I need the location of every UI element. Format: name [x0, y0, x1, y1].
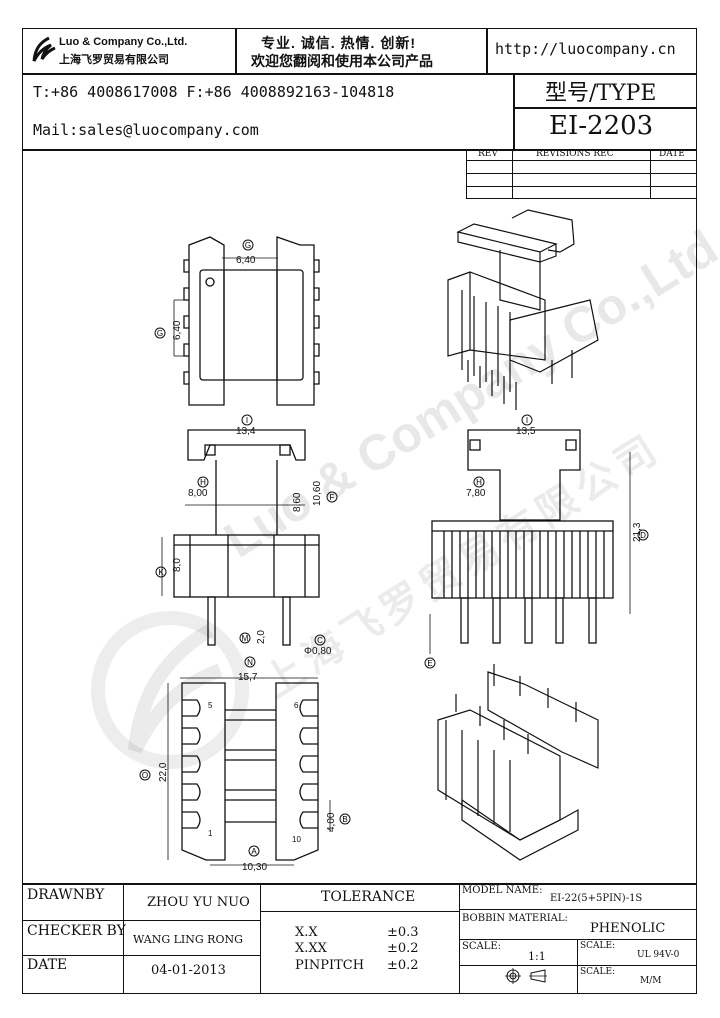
dim-h1: 8,00 — [188, 488, 208, 499]
type-divider-h — [513, 107, 696, 109]
marker-k: K — [158, 568, 164, 577]
marker-i2: I — [526, 416, 528, 425]
side-view — [429, 429, 631, 654]
header-bottom-border — [23, 149, 696, 151]
dim-f2: 10,60 — [312, 481, 323, 506]
date-value: 04-01-2013 — [151, 963, 226, 978]
dim-g2: 6,40 — [172, 320, 183, 340]
pin-5-label: 5 — [208, 701, 213, 710]
website-link[interactable]: http://luocompany.cn — [495, 40, 676, 58]
model-value: EI-22(5+5PIN)-1S — [550, 893, 643, 904]
isometric-view-top — [447, 209, 599, 410]
marker-g1: G — [245, 241, 251, 250]
rev-col-header: REV — [478, 149, 498, 159]
company-name-cn: 上海飞罗贸易有限公司 — [59, 54, 169, 66]
company-name: Luo & Company Co.,Ltd. — [59, 36, 188, 48]
header-divider-v2 — [486, 29, 488, 73]
type-value: EI-2203 — [549, 111, 654, 141]
marker-f: F — [330, 493, 335, 502]
dim-m: 2,0 — [256, 630, 267, 644]
header-divider — [23, 73, 696, 75]
marker-h2: H — [476, 478, 482, 487]
marker-m: M — [242, 634, 249, 643]
marker-c: C — [317, 636, 323, 645]
dim-a: 10,30 — [242, 862, 267, 873]
rec-col-header: REVISIONS REC — [536, 149, 614, 159]
dim-f1: 8,60 — [292, 492, 303, 512]
drawing-sheet: Luo & Company Co.,Ltd. 上海飞罗贸易有限公司 专业. 诚信… — [22, 28, 697, 994]
date-col-header: DATE — [659, 149, 685, 159]
scale3-label: SCALE: — [580, 967, 616, 977]
type-label: 型号/TYPE — [545, 81, 657, 106]
checker-label: CHECKER BY — [27, 923, 126, 939]
marker-a: A — [251, 847, 257, 856]
tol-xxx-value: ±0.2 — [387, 941, 419, 956]
drawn-by-label: DRAWNBY — [27, 887, 105, 903]
revision-table: REV REVISIONS REC DATE — [466, 149, 696, 200]
dim-c: Φ0,80 — [304, 646, 332, 657]
slogan-line2: 欢迎您翻阅和使用本公司产品 — [251, 53, 433, 69]
tol-pin-value: ±0.2 — [387, 958, 419, 973]
scale2-label: SCALE: — [580, 941, 616, 951]
pin-1-label: 1 — [208, 829, 213, 838]
tol-pin-label: PINPITCH — [295, 958, 365, 973]
dim-h2: 7,80 — [466, 488, 486, 499]
isometric-view-bottom — [437, 664, 599, 861]
tolerance-label: TOLERANCE — [321, 889, 416, 905]
dim-k: 8,0 — [172, 558, 183, 572]
bobbin-value: PHENOLIC — [590, 921, 666, 936]
marker-n: N — [247, 658, 253, 667]
drawn-by-value: ZHOU YU NUO — [147, 895, 250, 910]
scale3-value: M/M — [640, 976, 662, 986]
scale2-value: UL 94V-0 — [637, 950, 680, 960]
date-label: DATE — [27, 957, 68, 973]
email[interactable]: Mail:sales@luocompany.com — [33, 121, 259, 139]
marker-i1: I — [246, 416, 248, 425]
slogan-line1: 专业. 诚信. 热情. 创新! — [261, 35, 416, 51]
marker-d: D — [640, 531, 646, 540]
title-block-top-border — [23, 883, 696, 885]
header-divider-v1 — [235, 29, 237, 73]
dim-n: 15,7 — [238, 672, 258, 683]
tol-xxx-label: X.XX — [295, 941, 327, 956]
tol-xx-value: ±0.3 — [387, 925, 419, 940]
dim-i1: 13,4 — [236, 426, 256, 437]
bobbin-label: BOBBIN MATERIAL: — [462, 913, 568, 924]
phone-fax: T:+86 4008617008 F:+86 4008892163-104818 — [33, 83, 395, 101]
dim-o: 22,0 — [158, 762, 169, 782]
front-view — [161, 429, 320, 646]
top-view — [173, 236, 320, 406]
company-logo-icon — [32, 36, 56, 62]
dim-b: 4,00 — [326, 812, 337, 832]
dimension-markers: G G I I H H F D K M C N O B A E — [139, 239, 649, 857]
marker-o: O — [142, 771, 148, 780]
scale-label: SCALE: — [462, 941, 502, 952]
marker-e: E — [427, 659, 432, 668]
bottom-view — [167, 677, 331, 866]
watermark-logo-icon — [91, 611, 249, 769]
marker-h1: H — [200, 478, 206, 487]
dim-d: 21,3 — [632, 522, 643, 542]
marker-b: B — [342, 815, 347, 824]
scale-value: 1:1 — [528, 950, 546, 963]
checker-value: WANG LING RONG — [133, 933, 243, 946]
tol-xx-label: X.X — [295, 925, 318, 940]
pin-10-label: 10 — [292, 835, 301, 844]
pin-6-label: 6 — [294, 701, 299, 710]
dim-g1: 6,40 — [236, 255, 256, 266]
marker-g2: G — [157, 329, 163, 338]
model-label: MODEL NAME: — [462, 885, 543, 896]
type-divider-v — [513, 73, 515, 149]
dim-i2: 13,5 — [516, 426, 536, 437]
projection-symbol-icon — [505, 968, 547, 984]
